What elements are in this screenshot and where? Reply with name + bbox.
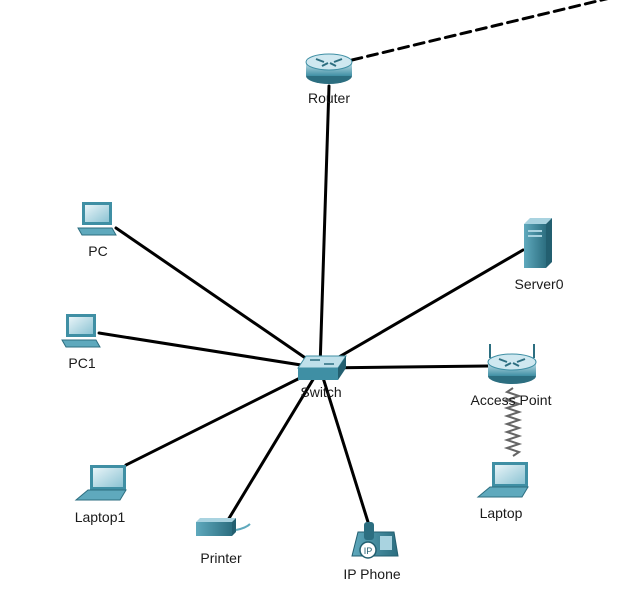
printer-device[interactable]: Printer xyxy=(196,518,251,566)
pc-label: PC xyxy=(88,243,107,259)
switch-label: Switch xyxy=(300,384,341,400)
router-device[interactable]: Router xyxy=(305,53,353,106)
link-switch-printer[interactable] xyxy=(226,366,322,522)
router-icon xyxy=(305,53,353,84)
laptop1-device[interactable]: Laptop1 xyxy=(74,465,127,525)
pc1-label: PC1 xyxy=(68,355,95,371)
server0-label: Server0 xyxy=(514,276,563,292)
ip-phone-label: IP Phone xyxy=(343,566,401,582)
laptop-label: Laptop xyxy=(480,505,523,521)
desktop-pc-icon xyxy=(61,314,101,348)
link-switch-pc[interactable] xyxy=(114,226,322,370)
access-point-label: Access Point xyxy=(471,392,552,408)
wireless-link-ap-laptop[interactable] xyxy=(503,387,523,457)
ip-phone-badge: IP xyxy=(364,546,373,556)
laptop1-label: Laptop1 xyxy=(75,509,126,525)
pc-device[interactable]: PC xyxy=(77,202,117,259)
server-icon xyxy=(524,218,552,268)
server0-device[interactable]: Server0 xyxy=(514,218,564,292)
laptop-icon xyxy=(74,465,127,501)
router-label: Router xyxy=(308,90,350,106)
printer-label: Printer xyxy=(200,550,242,566)
laptop-device[interactable]: Laptop xyxy=(476,462,529,521)
printer-icon xyxy=(196,518,251,536)
link-switch-pc1[interactable] xyxy=(97,331,322,370)
links xyxy=(97,0,635,524)
ip-phone-device[interactable]: IP IP Phone xyxy=(343,522,401,582)
switch-icon xyxy=(297,355,347,380)
link-switch-ip-phone[interactable] xyxy=(318,366,370,524)
link-switch-router[interactable] xyxy=(318,84,331,370)
laptop-icon xyxy=(476,462,529,498)
ip-phone-icon: IP xyxy=(351,522,399,559)
switch-device[interactable]: Switch xyxy=(297,355,347,400)
link-switch-access-point[interactable] xyxy=(318,364,490,370)
desktop-pc-icon xyxy=(77,202,117,236)
access-point-device[interactable]: Access Point xyxy=(471,344,552,408)
link-switch-laptop1[interactable] xyxy=(124,366,322,467)
link-switch-server0[interactable] xyxy=(318,248,525,370)
wireless-access-point-icon xyxy=(487,344,537,384)
pc1-device[interactable]: PC1 xyxy=(61,314,101,371)
link-router-external[interactable] xyxy=(350,0,635,62)
